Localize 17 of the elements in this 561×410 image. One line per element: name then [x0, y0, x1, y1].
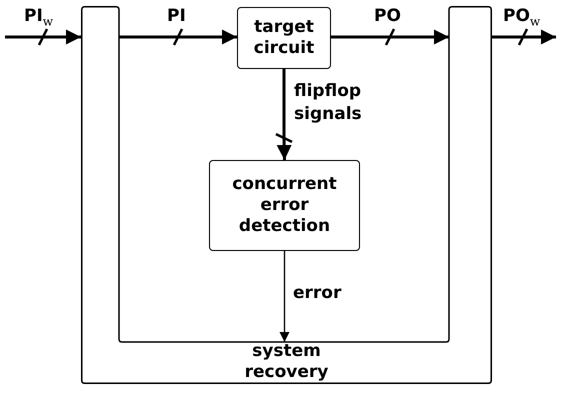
block-label: concurrent error detection: [231, 174, 338, 238]
bus-arrow: [275, 69, 293, 160]
edge-label: PO$_{w}$: [503, 6, 540, 29]
edge-label: error: [293, 283, 342, 304]
bus-arrow: [491, 28, 556, 46]
block-label: target circuit: [252, 16, 316, 60]
bus-arrow: [119, 28, 237, 46]
block-label: system recovery: [244, 341, 330, 382]
edge-label: PO: [374, 6, 401, 26]
edge-label: PI$_{w}$: [24, 6, 54, 29]
arrow: [280, 251, 290, 342]
bus-arrow: [331, 28, 449, 46]
edge-label: flipflop signals: [294, 80, 363, 126]
bus-arrow: [5, 28, 81, 46]
process-box: [237, 7, 331, 69]
edge-label: PI: [167, 6, 186, 26]
process-box: [209, 160, 360, 251]
